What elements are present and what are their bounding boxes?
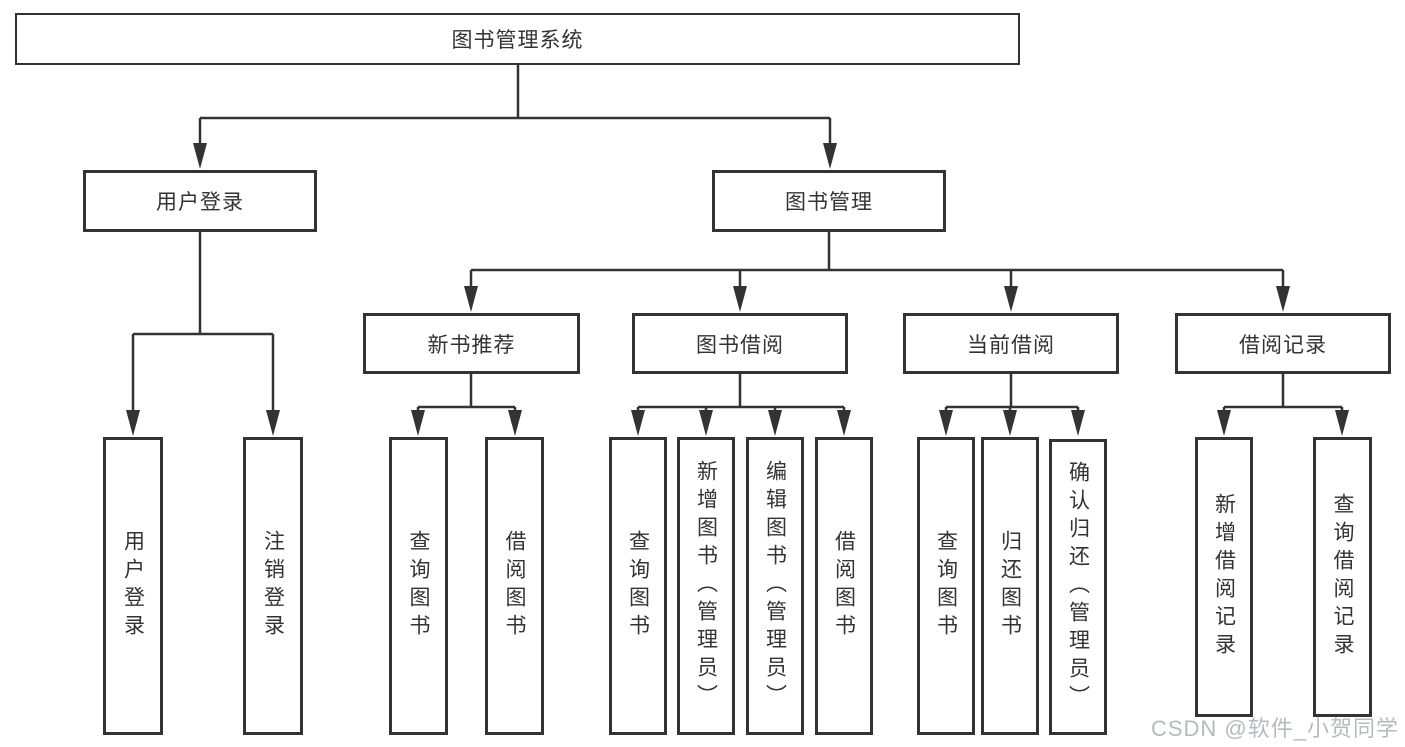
leaf-query-books-borrowing: 查询图书 <box>609 437 667 735</box>
node-label: 查询借阅记录 <box>1331 493 1354 661</box>
arrowhead-icon <box>1003 410 1017 436</box>
leaf-edit-books-admin: 编辑图书（管理员） <box>746 437 804 735</box>
arrowhead-icon <box>266 410 280 436</box>
node-label: 新书推荐 <box>427 333 516 357</box>
node-label: 借阅记录 <box>1239 333 1327 357</box>
node-label: 当前借阅 <box>967 333 1055 357</box>
node-label: 新增借阅记录 <box>1212 493 1236 661</box>
arrowhead-icon <box>1276 286 1290 312</box>
node-label: 归还图书 <box>998 530 1022 642</box>
node-book-management: 图书管理 <box>712 170 946 232</box>
node-label: 借阅图书 <box>503 530 526 642</box>
node-label: 图书管理 <box>785 191 873 214</box>
node-library-management-system: 图书管理系统 <box>15 13 1020 65</box>
arrowhead-icon <box>1217 410 1231 436</box>
arrowhead-icon <box>1335 410 1349 436</box>
arrowhead-icon <box>126 410 140 436</box>
node-borrowing-records: 借阅记录 <box>1175 313 1391 374</box>
node-new-book-recommendation: 新书推荐 <box>363 313 580 374</box>
arrowhead-icon <box>939 410 953 436</box>
node-label: 新增图书（管理员） <box>694 460 718 712</box>
leaf-query-borrow-record: 查询借阅记录 <box>1313 437 1372 717</box>
arrowhead-icon <box>411 410 425 436</box>
node-label: 注销登录 <box>261 530 285 642</box>
csdn-watermark: CSDN @软件_小贺同学 <box>1150 716 1399 741</box>
leaf-logout: 注销登录 <box>243 437 303 735</box>
leaf-confirm-return-admin: 确认归还（管理员） <box>1049 439 1107 735</box>
node-label: 图书借阅 <box>696 333 784 357</box>
node-book-borrowing: 图书借阅 <box>632 313 848 374</box>
arrowhead-icon <box>837 410 851 436</box>
arrowhead-icon <box>464 286 478 312</box>
arrowhead-icon <box>508 410 522 436</box>
arrowhead-icon <box>823 143 837 169</box>
node-label: 用户登录 <box>156 191 244 214</box>
node-current-borrowing: 当前借阅 <box>903 313 1119 374</box>
arrowhead-icon <box>1071 410 1085 436</box>
leaf-user-login: 用户登录 <box>103 437 163 735</box>
node-label: 编辑图书（管理员） <box>763 460 787 712</box>
node-label: 确认归还（管理员） <box>1066 461 1090 713</box>
arrowhead-icon <box>631 410 645 436</box>
leaf-borrow-books-borrowing: 借阅图书 <box>815 437 873 735</box>
node-user-login: 用户登录 <box>83 170 317 232</box>
arrowhead-icon <box>1004 286 1018 312</box>
leaf-borrow-books-recommend: 借阅图书 <box>485 437 544 735</box>
node-label: 查询图书 <box>934 530 958 642</box>
node-label: 用户登录 <box>121 530 145 642</box>
node-label: 图书管理系统 <box>451 29 584 52</box>
arrowhead-icon <box>768 410 782 436</box>
leaf-add-borrow-record: 新增借阅记录 <box>1195 437 1253 717</box>
arrowhead-icon <box>193 143 207 169</box>
node-label: 借阅图书 <box>832 530 856 642</box>
leaf-add-books-admin: 新增图书（管理员） <box>677 437 735 735</box>
node-label: 查询图书 <box>407 530 430 642</box>
leaf-query-books-recommend: 查询图书 <box>389 437 448 735</box>
arrowhead-icon <box>733 286 747 312</box>
node-label: 查询图书 <box>626 530 650 642</box>
arrowhead-icon <box>699 410 713 436</box>
leaf-query-books-current: 查询图书 <box>917 437 975 735</box>
leaf-return-books: 归还图书 <box>981 437 1039 735</box>
